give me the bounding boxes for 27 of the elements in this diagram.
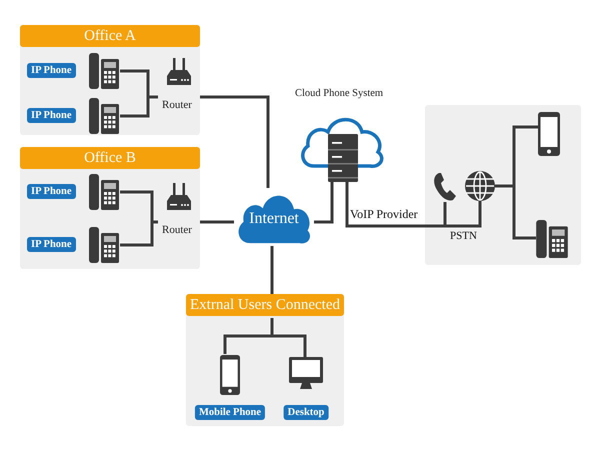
connector-line — [200, 220, 234, 224]
router-label: Router — [162, 224, 192, 236]
connector-line — [200, 96, 270, 188]
network-label: PSTN — [449, 229, 478, 243]
group-panel — [20, 25, 200, 135]
network-panel — [425, 105, 581, 265]
device-label: IP Phone — [27, 237, 76, 252]
connector-line — [314, 182, 334, 224]
connector-line — [495, 184, 536, 240]
system-title: Cloud Phone System — [295, 88, 384, 99]
connector-line — [270, 318, 306, 357]
group-panel — [186, 294, 344, 426]
connector-line — [270, 246, 274, 294]
device-label: IP Phone — [27, 184, 76, 199]
connector-line — [120, 220, 158, 246]
panel-header: Extrnal Users Connected — [186, 294, 344, 316]
router-label: Router — [162, 99, 192, 111]
device-label: Mobile Phone — [194, 405, 266, 420]
connector-line — [120, 96, 158, 118]
edge-label: VoIP Provider — [349, 207, 419, 221]
cloud-label: Internet — [248, 210, 300, 228]
panel-header: Office A — [20, 25, 200, 47]
group-panel — [20, 147, 200, 269]
device-label: Desktop — [284, 405, 328, 420]
panel-header: Office B — [20, 147, 200, 169]
device-label: IP Phone — [27, 63, 76, 78]
device-label: IP Phone — [27, 108, 76, 123]
